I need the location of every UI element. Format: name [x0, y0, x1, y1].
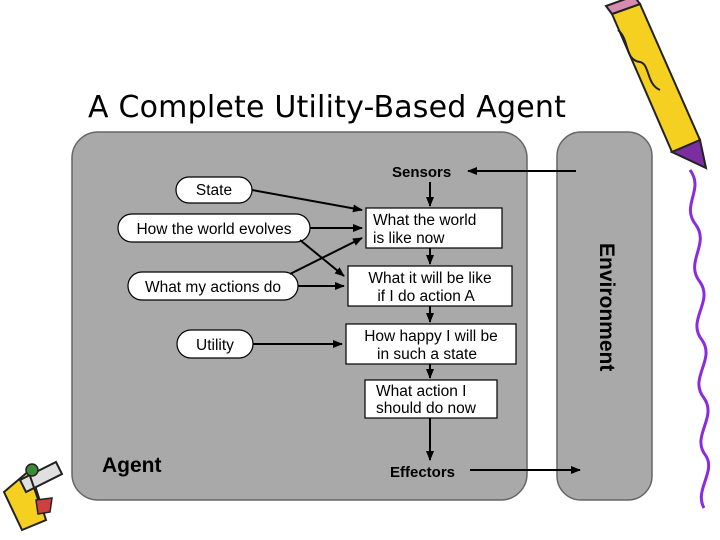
actions-do-label: What my actions do	[145, 279, 281, 296]
action-line1: What action I	[376, 383, 466, 400]
world-now-line1: What the world	[373, 212, 476, 229]
agent-panel	[71, 131, 528, 501]
arrow-state-to-worldnow	[251, 189, 363, 213]
actions-do-oval: What my actions do	[127, 271, 299, 301]
state-label: State	[196, 182, 232, 199]
environment-label: Environment	[595, 243, 618, 371]
slide-title: A Complete Utility-Based Agent	[88, 90, 567, 125]
world-now-line2: is like now	[373, 230, 445, 247]
will-be-box: What it will be like if I do action A	[347, 265, 513, 307]
pencil-icon	[604, 0, 708, 170]
world-evolves-oval: How the world evolves	[117, 213, 311, 243]
sensors-label: Sensors	[392, 164, 451, 181]
effectors-label: Effectors	[390, 464, 455, 481]
happy-box: How happy I will be in such a state	[345, 323, 517, 365]
utility-label: Utility	[196, 337, 234, 354]
state-oval: State	[175, 176, 253, 204]
agent-label: Agent	[102, 454, 162, 477]
utility-oval: Utility	[176, 329, 254, 359]
happy-line2: in such a state	[377, 346, 477, 363]
action-box: What action I should do now	[364, 379, 498, 419]
world-now-box: What the world is like now	[365, 207, 503, 249]
will-be-line2: if I do action A	[377, 288, 475, 305]
clipart-figure-icon	[2, 460, 64, 532]
action-line2: should do now	[376, 400, 477, 417]
world-evolves-label: How the world evolves	[136, 221, 291, 238]
arrow-actions-to-worldnow	[289, 237, 363, 275]
happy-line1: How happy I will be	[364, 328, 498, 345]
squiggle-decoration	[688, 169, 711, 509]
environment-panel	[556, 131, 653, 501]
will-be-line1: What it will be like	[368, 270, 491, 287]
